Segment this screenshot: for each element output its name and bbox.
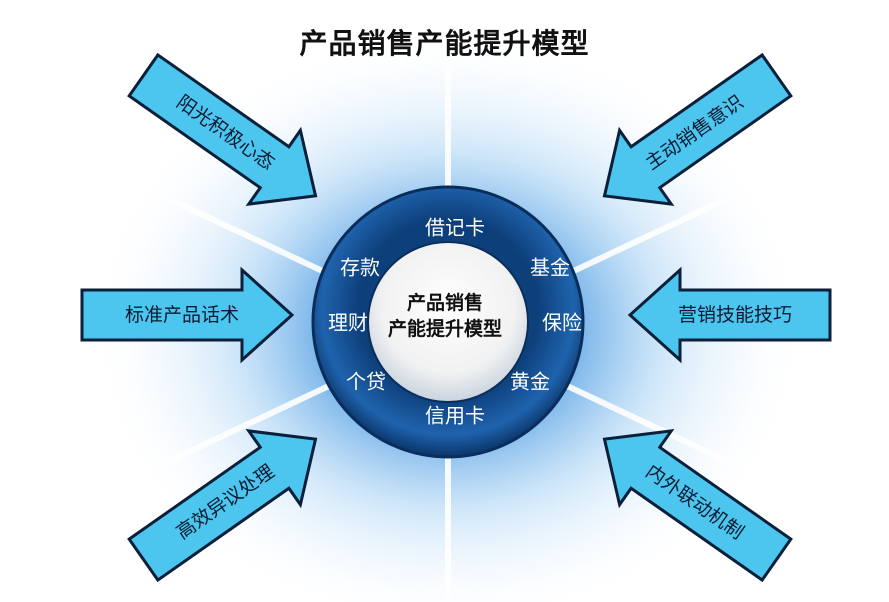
ring-label-deposit: 存款 xyxy=(340,255,380,280)
arrow-mid-left: 标准产品话术 xyxy=(80,266,342,364)
center-line-2: 产能提升模型 xyxy=(387,318,502,340)
diagram-title: 产品销售产能提升模型 xyxy=(299,27,590,60)
arrow-bottom-right: 内外联动机制 xyxy=(538,374,803,597)
ring-label-fund: 基金 xyxy=(530,255,570,280)
ring-label-credit-card: 信用卡 xyxy=(425,403,485,428)
arrow-shape xyxy=(602,52,793,206)
arrow-shape xyxy=(80,266,295,364)
arrow-mid-right: 营销技能技巧 xyxy=(580,266,840,364)
arrow-shape xyxy=(627,266,832,364)
ring-label-debit-card: 借记卡 xyxy=(425,215,485,240)
arrow-label: 标准产品话术 xyxy=(124,304,239,326)
ring-label-insurance: 保险 xyxy=(542,310,582,335)
ring-label-wealth-management: 理财 xyxy=(328,310,368,335)
arrow-shape xyxy=(127,52,318,206)
arrow-bottom-left: 高效异议处理 xyxy=(118,374,383,597)
arrow-shape xyxy=(127,429,318,583)
arrow-top-right: 主动销售意识 xyxy=(538,39,803,262)
center-label: 产品销售 产能提升模型 xyxy=(370,290,520,342)
ring-label-gold: 黄金 xyxy=(510,369,550,394)
ring-label-personal-loan: 个贷 xyxy=(346,369,386,394)
arrow-shape xyxy=(602,429,793,583)
arrow-label: 营销技能技巧 xyxy=(677,304,792,326)
inner-circle xyxy=(367,241,529,403)
arrow-top-left: 阳光积极心态 xyxy=(118,39,383,262)
center-line-1: 产品销售 xyxy=(406,292,483,314)
